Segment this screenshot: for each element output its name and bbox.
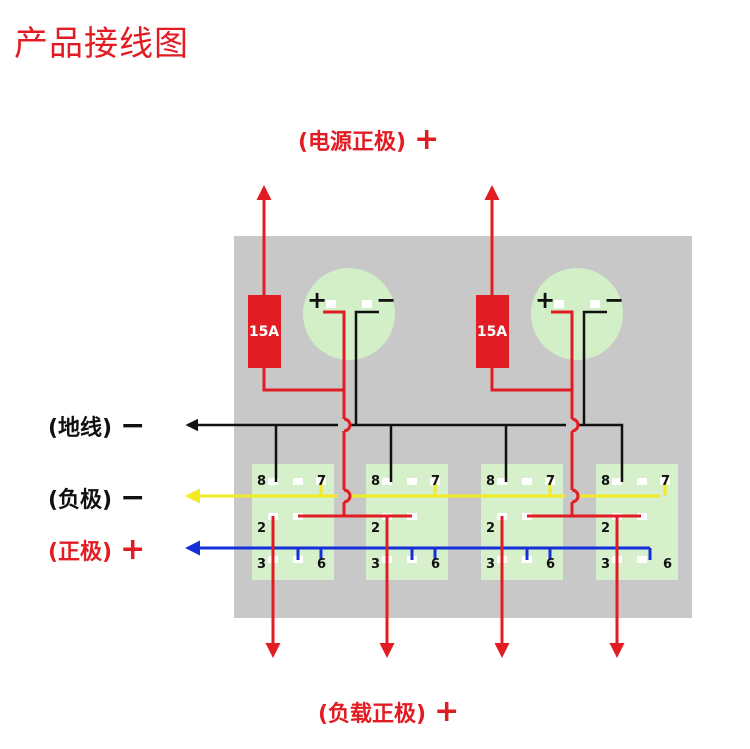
- positive-wire: [185, 540, 652, 560]
- svg-text:7: 7: [431, 474, 440, 489]
- svg-text:3: 3: [601, 557, 610, 572]
- svg-text:8: 8: [371, 474, 380, 489]
- svg-text:8: 8: [601, 474, 610, 489]
- meter-right-plus: +: [535, 286, 555, 314]
- svg-text:3: 3: [371, 557, 380, 572]
- meter-right-minus: −: [604, 286, 624, 314]
- svg-text:2: 2: [371, 521, 380, 536]
- power-wire: [256, 185, 641, 658]
- positive-label: (正极)+: [48, 532, 146, 567]
- svg-text:2: 2: [486, 521, 495, 536]
- negative-label: (负极)−: [48, 480, 146, 515]
- power-positive-label: (电源正极)+: [298, 122, 440, 157]
- voltmeter-right: [531, 268, 623, 360]
- svg-text:2: 2: [601, 521, 610, 536]
- svg-text:3: 3: [257, 557, 266, 572]
- svg-text:2: 2: [257, 521, 266, 536]
- fuse-right-label: 15A: [477, 324, 507, 340]
- meter-left-plus: +: [307, 286, 327, 314]
- fuse-left: [248, 295, 281, 368]
- svg-text:6: 6: [663, 557, 672, 572]
- pin-labels: 8 7 2 3 6 8 7 2 3 6 8 7 2 3 6 8 7 2 3 6: [257, 474, 672, 572]
- meter-terminals: [326, 300, 600, 308]
- ground-label: (地线)−: [48, 408, 146, 443]
- svg-text:8: 8: [257, 474, 266, 489]
- load-positive-label: (负载正极)+: [318, 694, 460, 729]
- svg-text:7: 7: [546, 474, 555, 489]
- negative-wire: [185, 482, 667, 504]
- svg-text:8: 8: [486, 474, 495, 489]
- fuse-right: [476, 295, 509, 368]
- svg-text:6: 6: [431, 557, 440, 572]
- voltmeter-left: [303, 268, 395, 360]
- svg-text:6: 6: [546, 557, 555, 572]
- ground-wire: [185, 310, 624, 482]
- meter-left-minus: −: [376, 286, 396, 314]
- svg-text:3: 3: [486, 557, 495, 572]
- fuse-left-label: 15A: [249, 324, 279, 340]
- svg-text:6: 6: [317, 557, 326, 572]
- svg-text:7: 7: [661, 474, 670, 489]
- page-title: 产品接线图: [14, 24, 189, 64]
- svg-text:7: 7: [317, 474, 326, 489]
